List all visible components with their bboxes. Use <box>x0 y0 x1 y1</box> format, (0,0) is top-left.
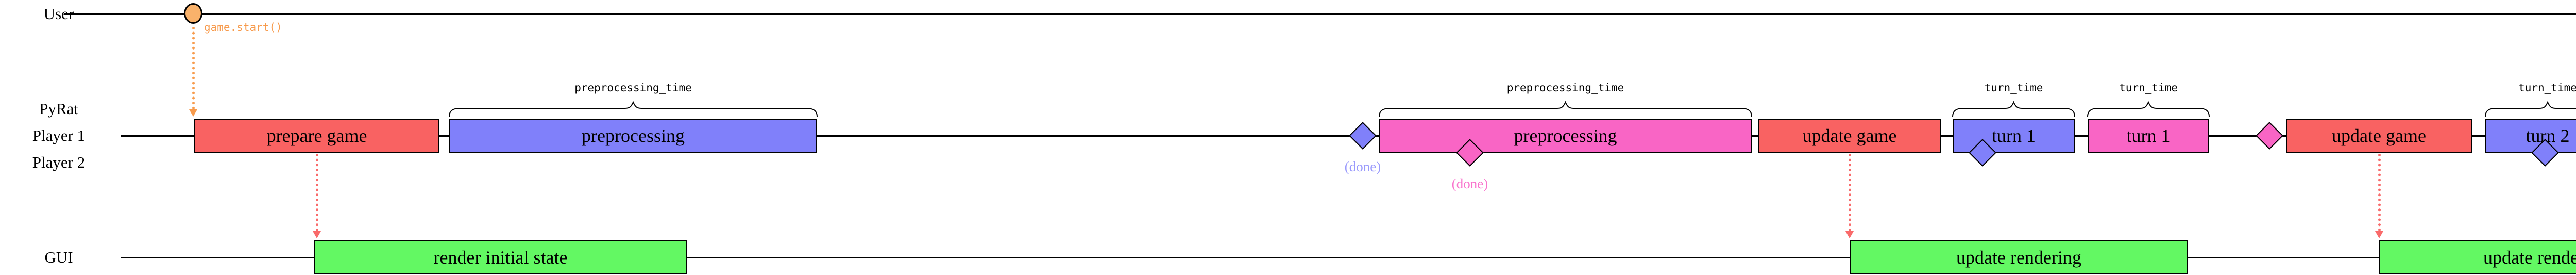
game-start-call-label: game.start() <box>204 21 282 34</box>
done-diamond-pink-3 <box>2256 122 2283 150</box>
duration-label-3: turn_time <box>2119 82 2178 94</box>
activity-box-update-game-2: update game <box>2286 119 2472 153</box>
activity-box-turn1-player1: turn 1 <box>1953 119 2075 153</box>
duration-brace-3 <box>2087 101 2210 117</box>
game-start-arrow <box>192 27 195 109</box>
render-trigger-arrow-1 <box>1849 154 1851 231</box>
activity-box-prepare-game: prepare game <box>194 119 439 153</box>
lane-label-gui: GUI <box>0 244 117 271</box>
timeline-gui-lane <box>121 256 2576 258</box>
render-trigger-arrowhead-2 <box>2375 231 2383 238</box>
render-trigger-arrowhead-1 <box>1845 231 1854 238</box>
activity-box-render-initial-state: render initial state <box>314 240 687 274</box>
render-trigger-arrow-2 <box>2378 154 2381 231</box>
duration-label-0: preprocessing_time <box>574 82 692 94</box>
duration-brace-2 <box>1952 101 2075 117</box>
done-annotation-pink: (done) <box>1451 176 1488 191</box>
activity-box-preprocessing-player2: preprocessing <box>1379 119 1752 153</box>
duration-brace-4 <box>2485 101 2576 117</box>
lane-label-text-gui-0: GUI <box>44 248 73 266</box>
lane-label-text-pyrat-0: PyRat <box>39 100 78 118</box>
done-annotation-blue: (done) <box>1344 159 1381 174</box>
game-start-arrowhead <box>189 109 197 117</box>
activity-box-update-game-1: update game <box>1758 119 1941 153</box>
duration-label-2: turn_time <box>1984 82 2043 94</box>
timeline-user-lane <box>64 13 2576 15</box>
done-diamond-blue-0 <box>1349 122 1377 150</box>
render-trigger-arrow-0 <box>316 154 318 231</box>
activity-box-turn1-player2: turn 1 <box>2088 119 2209 153</box>
activity-box-update-rendering-2: update rendering <box>2379 240 2576 274</box>
lane-label-text-pyrat-2: Player 2 <box>32 153 86 171</box>
duration-label-4: turn_time <box>2518 82 2576 94</box>
duration-brace-1 <box>1379 101 1752 117</box>
game-start-event-icon <box>184 3 202 24</box>
duration-label-1: preprocessing_time <box>1506 82 1624 94</box>
duration-brace-0 <box>449 101 818 117</box>
activity-box-preprocessing-player1: preprocessing <box>449 119 817 153</box>
timeline-pyrat-lane <box>121 135 2576 137</box>
activity-box-update-rendering-1: update rendering <box>1850 240 2188 274</box>
render-trigger-arrowhead-0 <box>313 231 321 238</box>
activity-box-turn2-player1: turn 2 <box>2485 119 2576 153</box>
lane-label-text-pyrat-1: Player 1 <box>32 126 86 144</box>
